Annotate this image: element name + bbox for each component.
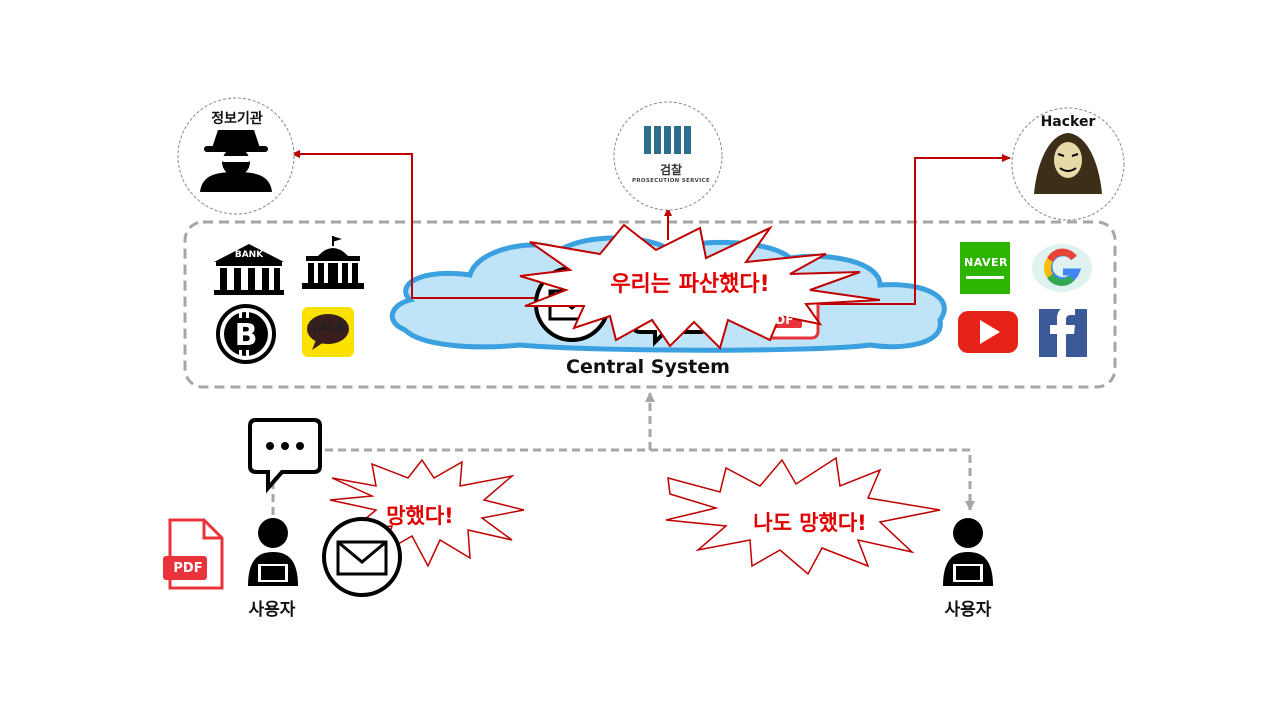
hacker-icon [1034,133,1102,194]
prosecution-title: 검찰 [659,163,683,177]
user-icon-left [248,518,298,586]
naver-icon [960,242,1010,294]
talk-label: TALK [309,320,347,335]
central-burst [519,223,881,350]
prosecution-circle [613,101,723,211]
user-left-label: 사용자 [248,600,296,620]
svg-text:B: B [235,318,258,353]
naver-label: NAVER [964,256,1008,269]
central-exclamation: 우리는 파산했다! [610,272,770,297]
youtube-icon [958,311,1018,353]
chat-bubble-icon-user [248,418,322,494]
bank-icon [214,244,284,295]
user-icon-right [943,518,993,586]
pdf-icon-user [163,518,224,590]
email-icon-user [322,517,402,597]
arrow-to-agency [291,150,560,299]
user-right-burst [665,456,941,576]
facebook-icon [1039,307,1087,357]
user-right-label: 사용자 [944,600,992,620]
user-left-exclamation: 망했다! [386,504,454,528]
hacker-label: Hacker [1040,114,1096,130]
pdf-label-user: PDF [173,561,203,576]
google-icon [1032,244,1092,292]
prosecution-subtitle: PROSECUTION SERVICE [632,178,710,184]
government-building-icon [302,236,364,289]
central-system-label: Central System [566,356,730,378]
user-right-exclamation: 나도 망했다! [753,511,867,535]
bitcoin-icon: B [216,304,276,364]
arrow-to-hacker [820,154,1011,305]
central-system-boundary [183,220,1117,389]
kakaotalk-icon [302,307,354,357]
agency-label: 정보기관 [211,111,263,127]
bank-label: BANK [234,250,264,260]
pdf-label-central: PDF [766,313,794,327]
prosecution-logo [644,126,691,154]
